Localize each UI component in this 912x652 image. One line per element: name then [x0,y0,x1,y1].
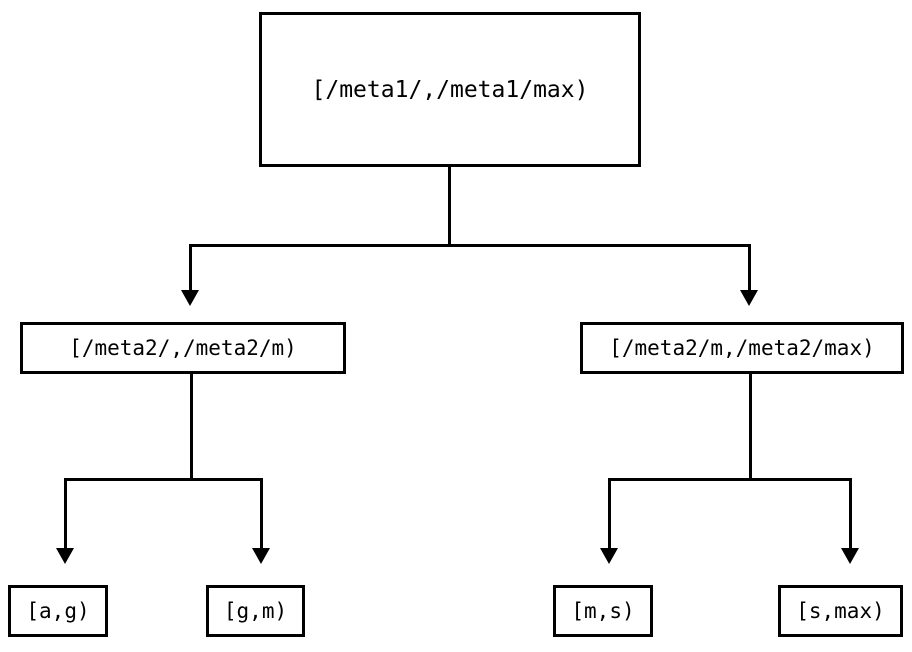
arrowhead-mid-right-to-leaf4 [841,548,859,564]
arrowhead-root-to-mid-left [181,290,199,306]
edge-mid-left-to-leaf2-drop [260,478,263,550]
node-mid-right-label: [/meta2/m,/meta2/max) [609,336,875,360]
node-leaf-g-m-label: [g,m) [223,599,288,623]
edge-root-stem [448,167,451,247]
arrowhead-mid-left-to-leaf2 [252,548,270,564]
edge-mid-right-to-leaf3-drop [608,478,611,550]
node-leaf-s-max[interactable]: [s,max) [778,585,903,637]
node-leaf-g-m[interactable]: [g,m) [206,585,305,637]
node-leaf-m-s[interactable]: [m,s) [553,585,653,637]
edge-root-to-mid-right-drop [748,244,751,292]
edge-root-bus [189,244,751,247]
edge-mid-left-bus [64,478,263,481]
node-leaf-a-g[interactable]: [a,g) [8,585,108,637]
arrowhead-mid-right-to-leaf3 [600,548,618,564]
node-mid-left[interactable]: [/meta2/,/meta2/m) [20,322,346,374]
node-leaf-m-s-label: [m,s) [571,599,635,623]
edge-mid-left-to-leaf1-drop [64,478,67,550]
edge-root-to-mid-left-drop [189,244,192,292]
edge-mid-right-bus [608,478,852,481]
node-mid-right[interactable]: [/meta2/m,/meta2/max) [580,322,904,374]
node-mid-left-label: [/meta2/,/meta2/m) [69,336,297,360]
node-root[interactable]: [/meta1/,/meta1/max) [259,12,641,167]
node-leaf-a-g-label: [a,g) [26,599,90,623]
arrowhead-mid-left-to-leaf1 [56,548,74,564]
node-leaf-s-max-label: [s,max) [796,599,885,623]
edge-mid-right-to-leaf4-drop [849,478,852,550]
edge-mid-right-stem [749,374,752,481]
arrowhead-root-to-mid-right [740,290,758,306]
node-root-label: [/meta1/,/meta1/max) [311,76,589,103]
edge-mid-left-stem [190,374,193,481]
